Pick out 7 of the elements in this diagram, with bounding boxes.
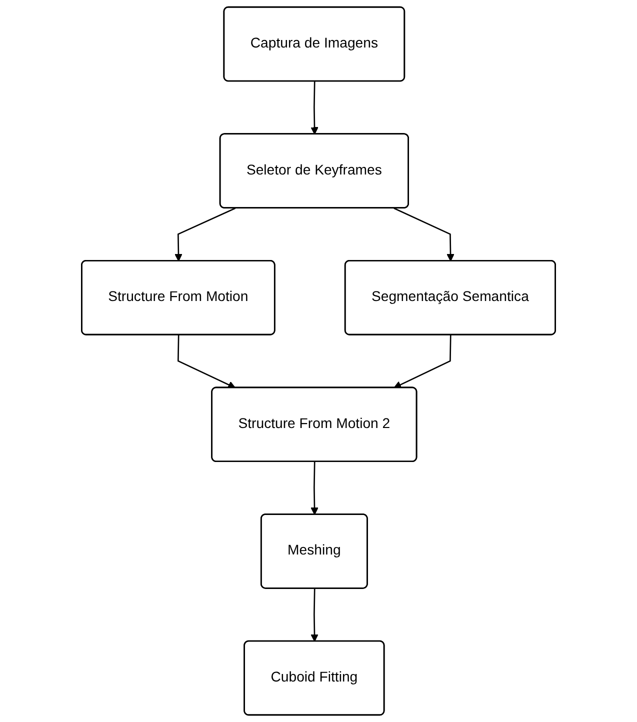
arrow: [394, 208, 454, 262]
arrow: [310, 462, 318, 515]
arrow: [394, 335, 452, 388]
arrow: [174, 208, 236, 262]
arrow: [310, 81, 318, 135]
arrow: [310, 588, 318, 642]
arrow: [178, 335, 236, 388]
